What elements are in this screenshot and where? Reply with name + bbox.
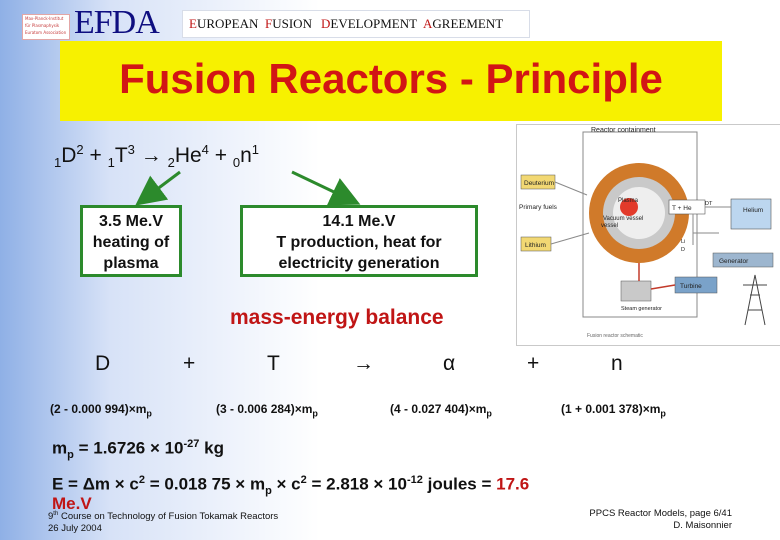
svg-text:Turbine: Turbine [680,283,702,290]
agreement-word-agreement: AGREEMENT [423,16,504,31]
svg-text:Helium: Helium [743,207,763,214]
footer-page-info: PPCS Reactor Models, page 6/41 D. Maison… [589,508,732,532]
svg-text:Plasma: Plasma [618,198,639,204]
svg-text:Lithium: Lithium [525,242,546,249]
reactor-diagram: Reactor containment Plasma Vacuum vessel… [516,124,780,346]
power-pylon [743,274,767,326]
symbol-alpha: α [443,352,456,375]
proton-mass-line: mp = 1.6726 × 10-27 kg [52,438,224,462]
energy-unit: Me.V [52,494,92,513]
svg-text:Vacuum vessel: Vacuum vessel [603,216,643,222]
mass-deuterium: (2 - 0.000 994)×mp [50,402,152,419]
steam-generator-box [620,280,652,302]
energy-release-line: E = Δm × c2 = 0.018 75 × mp × c2 = 2.818… [52,474,530,498]
logo-line: für Plasmaphysik [25,23,60,28]
svg-text:Deuterium: Deuterium [524,180,554,187]
arrow-to-heating-box [135,170,181,206]
efda-logo-text: EFDA [74,4,160,41]
symbol-tritium: T [267,352,280,375]
alpha-heating-box: 3.5 Me.V heating of plasma [80,205,182,277]
page-title: Fusion Reactors - Principle [119,55,663,102]
ipp-logo: Max-Planck-Institut für Plasmaphysik Eur… [22,14,70,40]
symbol-plus: + [183,352,196,375]
agreement-banner: EUROPEAN FUSION DEVELOPMENT AGREEMENT [182,10,530,38]
page-number: PPCS Reactor Models, page 6/41 [589,508,732,519]
containment-outline [582,131,698,318]
svg-text:DT: DT [705,201,713,207]
plasma-core [620,198,638,216]
symbol-arrow: → [353,352,374,375]
svg-text:Li: Li [681,239,685,245]
svg-text:D: D [681,247,685,253]
logo-line: Max-Planck-Institut [25,16,64,21]
symbol-neutron: n [611,352,623,375]
generator-box [712,252,774,268]
agreement-word-european: EUROPEAN [189,16,259,31]
mass-neutron: (1 + 0.001 378)×mp [561,402,666,419]
mass-alpha: (4 - 0.027 404)×mp [390,402,492,419]
svg-text:vessel: vessel [601,223,618,229]
footer-course: 9th Course on Technology of Fusion Tokam… [48,511,279,535]
svg-text:Fusion reactor schematic: Fusion reactor schematic [587,333,643,339]
agreement-word-fusion: FUSION [265,16,312,31]
svg-text:Reactor containment: Reactor containment [591,127,656,134]
svg-text:Primary fuels: Primary fuels [519,204,558,211]
author: D. Maisonnier [673,520,732,531]
symbol-deuterium: D [95,352,111,375]
mass-energy-heading: mass-energy balance [230,306,444,329]
agreement-word-development: DEVELOPMENT [321,16,418,31]
logo-line: Euratom Association [25,30,67,35]
arrow-to-production-box [291,170,361,206]
symbol-plus: + [527,352,540,375]
svg-text:Generator: Generator [719,258,749,265]
fusion-equation: 1D2 + 1T3 → 2He4 + 0n1 [54,142,260,171]
neutron-energy-box: 14.1 Me.V T production, heat for electri… [240,205,478,277]
helium-box [730,198,772,230]
svg-text:Steam generator: Steam generator [621,306,662,312]
title-banner [60,41,722,121]
mass-tritium: (3 - 0.006 284)×mp [216,402,318,419]
svg-text:T + He: T + He [672,205,692,212]
